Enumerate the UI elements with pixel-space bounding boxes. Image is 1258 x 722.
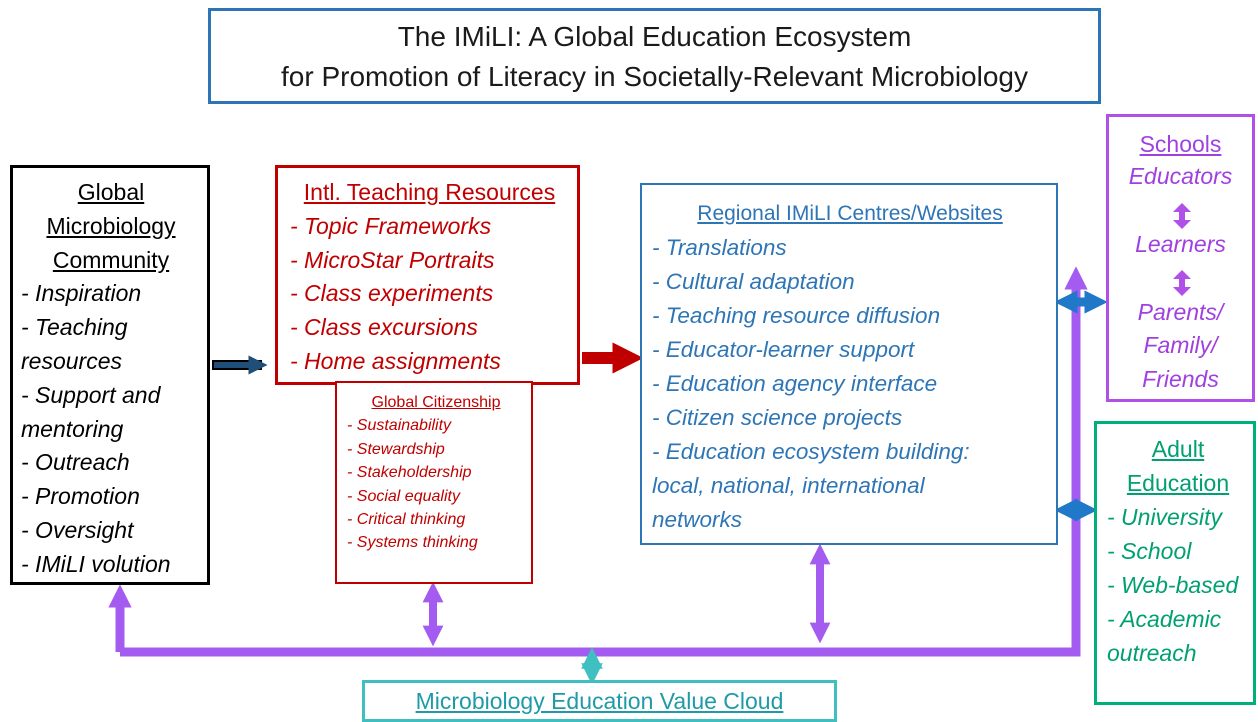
regional-item: - Citizen science projects (652, 405, 903, 430)
regional-item: local, national, international (652, 473, 925, 498)
community-item: - Inspiration (21, 280, 142, 307)
regional-item: - Translations (652, 235, 787, 260)
regional-item: - Cultural adaptation (652, 269, 855, 294)
schools-item: Learners (1135, 231, 1226, 257)
adult-item: outreach (1107, 640, 1197, 666)
schools-item: Family/ (1143, 332, 1218, 358)
regional-item: - Teaching resource diffusion (652, 303, 941, 328)
global-community-box: Global Microbiology Community - Inspirat… (10, 165, 210, 585)
schools-item: Friends (1142, 366, 1219, 392)
title-line-1: The IMiLI: A Global Education Ecosystem (397, 21, 912, 52)
citizenship-item: - Stewardship (347, 440, 445, 458)
resources-item: - Topic Frameworks (290, 212, 492, 239)
title-line-2: for Promotion of Literacy in Societally-… (281, 61, 1028, 92)
citizenship-item: - Social equality (347, 487, 460, 505)
community-item: - Promotion (21, 483, 140, 510)
community-heading-1: Global (77, 179, 145, 205)
resources-item: - Class experiments (290, 280, 494, 307)
resources-item: - MicroStar Portraits (290, 246, 495, 273)
community-item: - Teaching (21, 314, 128, 341)
double-arrow-icon (1173, 203, 1191, 229)
regional-heading: Regional IMiLI Centres/Websites (697, 202, 1003, 225)
schools-box: Schools Educators Learners Parents/ Fami… (1106, 114, 1255, 402)
adult-heading-2: Education (1126, 470, 1230, 496)
community-item: - Support and (21, 381, 161, 408)
citizenship-item: - Critical thinking (347, 511, 466, 529)
resources-item: - Class excursions (290, 314, 478, 341)
regional-item: - Education agency interface (652, 371, 938, 396)
adult-item: - University (1107, 504, 1223, 530)
double-arrow-icon (1173, 270, 1191, 296)
community-item: resources (21, 347, 122, 374)
regional-item: networks (652, 507, 743, 532)
community-heading-2: Microbiology (46, 212, 176, 239)
regional-item: - Educator-learner support (652, 337, 915, 362)
regional-item: - Education ecosystem building: (652, 439, 970, 464)
adult-heading-1: Adult (1151, 436, 1205, 462)
regional-centres-box: Regional IMiLI Centres/Websites - Transl… (640, 183, 1058, 545)
global-citizenship-box: Global Citizenship - Sustainability - St… (335, 381, 533, 584)
citizenship-item: - Sustainability (347, 417, 452, 435)
schools-heading: Schools (1139, 131, 1222, 157)
value-cloud-label: Microbiology Education Value Cloud (415, 688, 784, 714)
citizenship-item: - Stakeholdership (347, 464, 472, 482)
adult-item: - Academic (1107, 606, 1222, 632)
citizenship-item: - Systems thinking (347, 534, 478, 552)
resources-heading: Intl. Teaching Resources (303, 179, 556, 205)
community-item: - Oversight (21, 516, 134, 543)
schools-item: Parents/ (1137, 299, 1224, 325)
community-item: mentoring (21, 415, 124, 442)
title-box: The IMiLI: A Global Education Ecosystem … (208, 8, 1101, 104)
community-heading-3: Community (52, 246, 170, 273)
citizenship-heading: Global Citizenship (371, 394, 501, 411)
purple-bus-line (120, 282, 1081, 657)
adult-item: - School (1107, 538, 1192, 564)
resources-item: - Home assignments (290, 347, 501, 374)
community-item: - Outreach (21, 449, 130, 476)
community-item: - IMiLI volution (21, 550, 171, 577)
adult-item: - Web-based (1107, 572, 1239, 598)
value-cloud-box: Microbiology Education Value Cloud (362, 680, 837, 722)
teaching-resources-box: Intl. Teaching Resources - Topic Framewo… (275, 165, 580, 385)
adult-education-box: Adult Education - University - School - … (1094, 421, 1256, 705)
schools-item: Educators (1128, 163, 1233, 189)
